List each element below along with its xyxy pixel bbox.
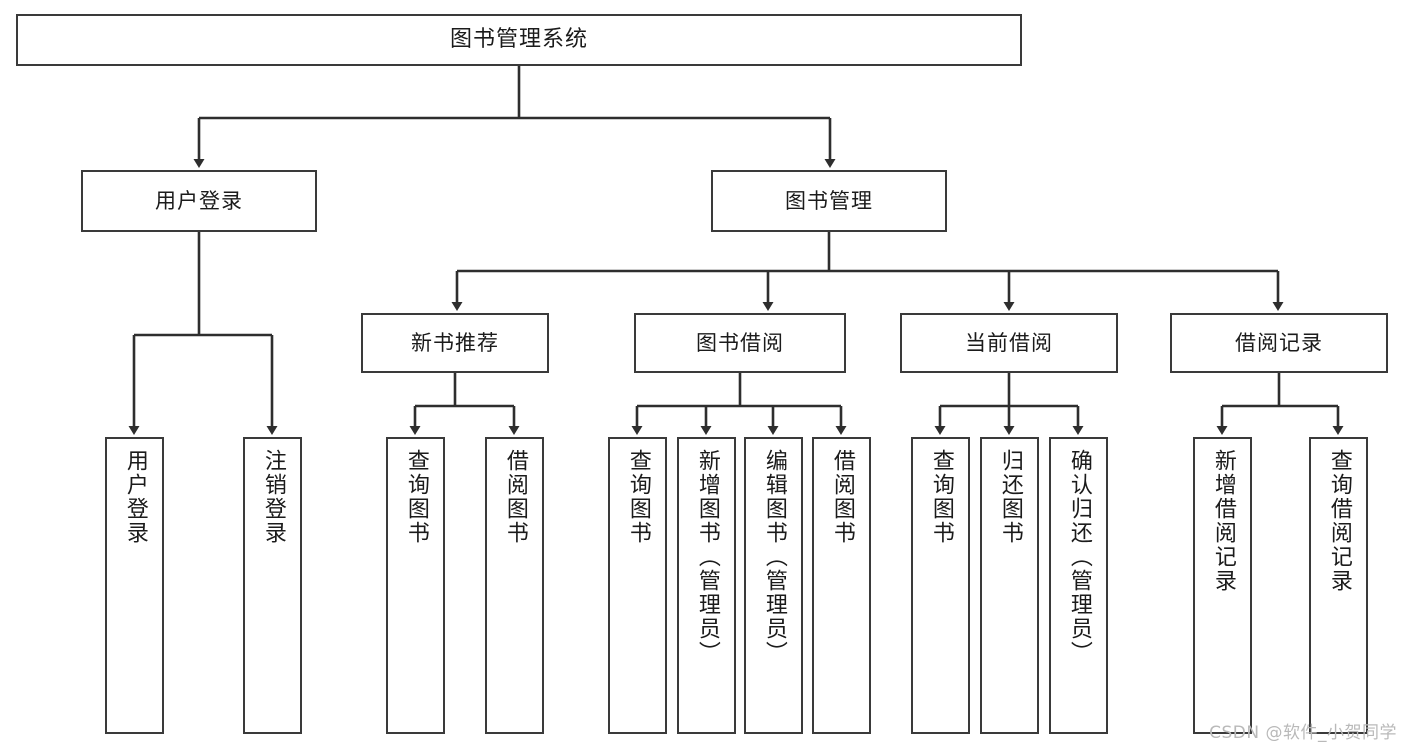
leaf-label: 新增图书（管理员） — [694, 449, 720, 665]
watermark: CSDN @软件_小贺同学 — [1209, 723, 1397, 743]
node-root-system[interactable]: 图书管理系统 — [16, 14, 1022, 66]
leaf-label: 归还图书 — [997, 449, 1023, 545]
leaf-label: 新增借阅记录 — [1210, 449, 1236, 593]
leaf-borrow-query-book[interactable]: 查询图书 — [608, 437, 667, 734]
leaf-borrow-borrow-book[interactable]: 借阅图书 — [812, 437, 871, 734]
node-label: 用户登录 — [155, 188, 243, 213]
leaf-label: 用户登录 — [122, 449, 148, 545]
leaf-label: 借阅图书 — [829, 449, 855, 545]
leaf-borrow-add-book[interactable]: 新增图书（管理员） — [677, 437, 736, 734]
leaf-record-query-record[interactable]: 查询借阅记录 — [1309, 437, 1368, 734]
node-label: 图书管理 — [785, 188, 873, 213]
node-book-management[interactable]: 图书管理 — [711, 170, 947, 232]
node-label: 当前借阅 — [965, 330, 1053, 355]
node-user-login[interactable]: 用户登录 — [81, 170, 317, 232]
node-current-borrow[interactable]: 当前借阅 — [900, 313, 1118, 373]
node-book-borrow[interactable]: 图书借阅 — [634, 313, 846, 373]
leaf-recommend-borrow-book[interactable]: 借阅图书 — [485, 437, 544, 734]
node-label: 新书推荐 — [411, 330, 499, 355]
node-label: 图书管理系统 — [449, 27, 588, 52]
leaf-label: 借阅图书 — [502, 449, 528, 545]
leaf-user-login[interactable]: 用户登录 — [105, 437, 164, 734]
leaf-user-logout[interactable]: 注销登录 — [243, 437, 302, 734]
leaf-label: 注销登录 — [260, 449, 286, 545]
leaf-record-add-record[interactable]: 新增借阅记录 — [1193, 437, 1252, 734]
leaf-label: 确认归还（管理员） — [1066, 449, 1092, 665]
leaf-label: 查询图书 — [928, 449, 954, 545]
leaf-current-query-book[interactable]: 查询图书 — [911, 437, 970, 734]
leaf-label: 查询借阅记录 — [1326, 449, 1352, 593]
leaf-current-confirm-return[interactable]: 确认归还（管理员） — [1049, 437, 1108, 734]
leaf-label: 编辑图书（管理员） — [761, 449, 787, 665]
node-new-book-recommend[interactable]: 新书推荐 — [361, 313, 549, 373]
leaf-current-return-book[interactable]: 归还图书 — [980, 437, 1039, 734]
leaf-recommend-query-book[interactable]: 查询图书 — [386, 437, 445, 734]
node-label: 图书借阅 — [696, 330, 784, 355]
node-label: 借阅记录 — [1235, 330, 1323, 355]
leaf-borrow-edit-book[interactable]: 编辑图书（管理员） — [744, 437, 803, 734]
node-borrow-record[interactable]: 借阅记录 — [1170, 313, 1388, 373]
leaf-label: 查询图书 — [625, 449, 651, 545]
leaf-label: 查询图书 — [403, 449, 429, 545]
